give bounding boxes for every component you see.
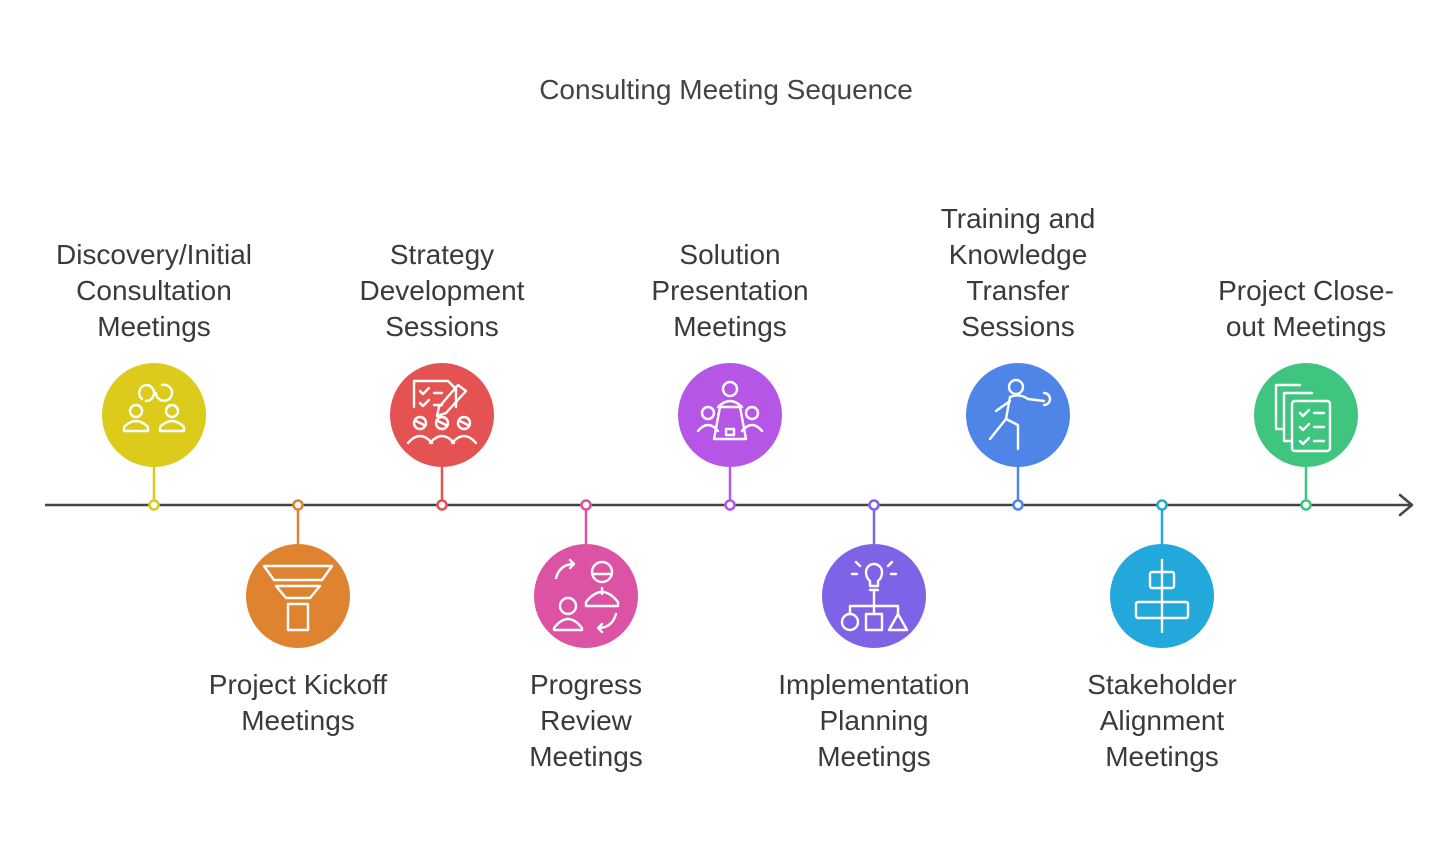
timeline-step-6 [822,499,926,648]
step-label-line: out Meetings [1225,311,1387,342]
review-exchange-icon [552,558,620,634]
presentation-table-icon [696,380,764,441]
step-label-line: Meetings [529,741,643,772]
step-circle [534,544,638,648]
step-label-line: Development [359,275,525,306]
step-label-line: Training and [940,203,1096,234]
step-label-line: Sessions [961,311,1075,342]
timeline-step-9 [1254,363,1358,511]
step-label-line: Meetings [673,311,787,342]
timeline-step-1 [102,363,206,511]
step-label-line: Review [540,705,632,736]
step-label-line: Transfer [966,275,1070,306]
timeline-step-4 [534,499,638,648]
step-marker-dot [724,499,736,511]
checklist-team-icon [406,379,478,445]
step-label-9: Project Close-out Meetings [1176,273,1436,345]
timeline-step-7 [966,363,1070,511]
step-label-line: Meetings [817,741,931,772]
step-circle [678,363,782,467]
step-marker-dot [1156,499,1168,511]
step-marker-dot [292,499,304,511]
planning-flow-icon [840,560,909,632]
timeline-arrowhead [1398,493,1414,517]
step-marker-dot [1012,499,1024,511]
step-marker-dot [148,499,160,511]
step-label-line: Project Close- [1218,275,1394,306]
step-circle [966,363,1070,467]
step-marker-dot [868,499,880,511]
step-label-line: Consultation [76,275,232,306]
step-label-line: Sessions [385,311,499,342]
step-label-line: Alignment [1099,705,1225,736]
step-circle [102,363,206,467]
step-circle [246,544,350,648]
alignment-icon [1134,558,1190,634]
step-label-line: Project Kickoff [208,669,388,700]
funnel-icon [262,564,334,632]
timeline-step-8 [1110,499,1214,648]
step-label-line: Presentation [651,275,809,306]
diagram-title: Consulting Meeting Sequence [539,74,913,105]
documents-checklist-icon [1274,383,1332,453]
step-label-line: Meetings [241,705,355,736]
step-label-line: Stakeholder [1087,669,1237,700]
step-label-line: Meetings [97,311,211,342]
team-cycle-icon [122,383,186,433]
step-marker-dot [580,499,592,511]
timeline-step-3 [390,363,494,511]
step-circle [1254,363,1358,467]
step-label-line: Solution [679,239,781,270]
step-label-line: Meetings [1105,741,1219,772]
step-label-line: Planning [819,705,929,736]
timeline-step-5 [678,363,782,511]
step-label-line: Discovery/Initial [55,239,253,270]
step-marker-dot [436,499,448,511]
step-label-line: Progress [529,669,643,700]
step-label-line: Implementation [778,669,970,700]
step-label-line: Knowledge [948,239,1088,270]
training-figure-icon [988,378,1052,451]
step-label-line: Strategy [389,239,495,270]
step-marker-dot [1300,499,1312,511]
timeline-step-2 [246,499,350,648]
